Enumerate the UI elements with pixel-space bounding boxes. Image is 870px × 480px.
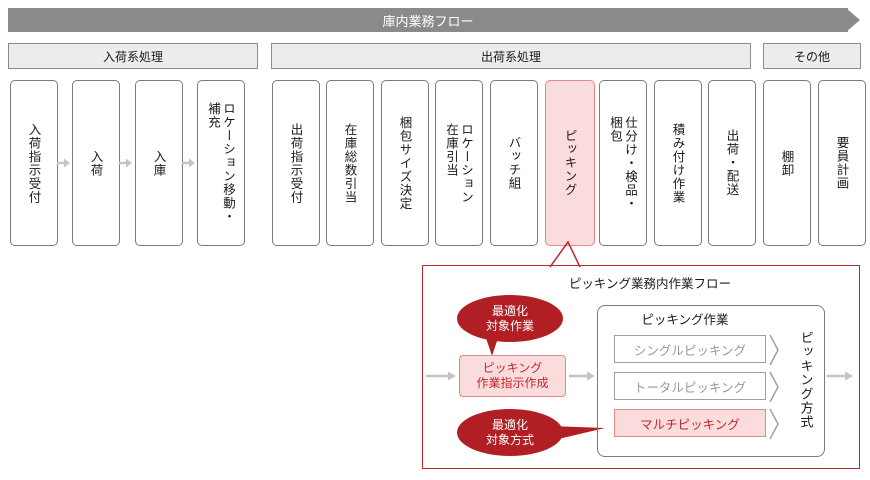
instruction-line: ピッキング xyxy=(482,361,543,375)
step-loading: 積み付け作業 xyxy=(654,80,702,246)
step-staff-planning: 要員計画 xyxy=(818,80,866,246)
step-label: ロケーション 在庫引当 xyxy=(444,122,474,204)
arrow-right-icon xyxy=(569,371,595,381)
bubble-line: 対象作業 xyxy=(485,318,534,333)
bubble-line: 最適化 xyxy=(491,417,528,432)
banner-arrow-tip xyxy=(846,8,860,32)
flow-arrow-icon xyxy=(182,158,195,168)
step-label: 積み付け作業 xyxy=(670,122,686,204)
step-inbound-order: 入荷指示受付 xyxy=(10,80,58,246)
step-sorting: 仕分け・検品・ 梱包 xyxy=(599,80,647,246)
step-location-move: ロケーション移動・ 補充 xyxy=(197,80,245,246)
method-multi-picking: マルチピッキング xyxy=(614,409,766,437)
step-label: ロケーション移動・ 補充 xyxy=(206,102,236,224)
arrow-right-icon xyxy=(827,371,853,381)
category-outbound-label: 出荷系処理 xyxy=(480,49,541,64)
step-receiving: 入荷 xyxy=(72,80,120,246)
category-other: その他 xyxy=(763,43,861,69)
flow-arrow-icon xyxy=(57,158,70,168)
step-picking: ピッキング xyxy=(545,80,595,246)
method-total-picking: トータルピッキング xyxy=(614,372,766,400)
banner-title: 庫内業務フロー xyxy=(382,14,474,30)
optimization-target-method-bubble: 最適化 対象方式 xyxy=(457,409,563,456)
step-label: 入庫 xyxy=(151,149,167,177)
instruction-line: 作業指示作成 xyxy=(476,376,549,390)
step-stocktaking: 棚卸 xyxy=(763,80,811,246)
category-inbound-label: 入荷系処理 xyxy=(102,49,163,64)
category-outbound: 出荷系処理 xyxy=(271,43,751,69)
category-inbound: 入荷系処理 xyxy=(8,43,258,69)
step-label: 棚卸 xyxy=(779,149,795,177)
bubble-line: 対象方式 xyxy=(485,432,534,447)
step-label: 在庫総数引当 xyxy=(342,122,358,204)
step-batching: バッチ組 xyxy=(490,80,538,246)
optimization-target-task-bubble: 最適化 対象作業 xyxy=(457,295,563,342)
picking-detail-title: ピッキング業務内作業フロー xyxy=(568,275,732,291)
step-putaway: 入庫 xyxy=(135,80,183,246)
step-label: 梱包サイズ決定 xyxy=(397,115,413,211)
flow-arrow-icon xyxy=(119,158,132,168)
bubble-line: 最適化 xyxy=(491,303,528,318)
callout-connector xyxy=(549,240,581,268)
step-label: 入荷 xyxy=(88,149,104,177)
picking-method-label-wrap: ピッキング方式 xyxy=(788,318,822,442)
step-label: ピッキング xyxy=(562,129,578,197)
step-outbound-order: 出荷指示受付 xyxy=(272,80,320,246)
category-other-label: その他 xyxy=(793,49,830,64)
step-shipping: 出荷・配送 xyxy=(708,80,756,246)
flow-banner: 庫内業務フロー xyxy=(8,8,848,32)
step-packing-size: 梱包サイズ決定 xyxy=(381,80,429,246)
picking-detail-panel xyxy=(422,265,860,469)
step-label: 出荷・配送 xyxy=(724,129,740,197)
step-location-allocation: ロケーション 在庫引当 xyxy=(435,80,483,246)
step-label: 入荷指示受付 xyxy=(26,122,42,204)
step-label: 出荷指示受付 xyxy=(288,122,304,204)
step-label: バッチ組 xyxy=(506,136,522,190)
picking-instruction-box: ピッキング 作業指示作成 xyxy=(459,355,566,397)
picking-work-title: ピッキング作業 xyxy=(641,311,729,327)
method-single-picking: シングルピッキング xyxy=(614,335,766,363)
picking-work-group xyxy=(597,305,825,457)
step-label: 仕分け・検品・ 梱包 xyxy=(608,115,638,211)
bubble-pointers xyxy=(486,338,605,441)
bracket-brace xyxy=(769,334,779,440)
step-label: 要員計画 xyxy=(834,136,850,190)
picking-method-label: ピッキング方式 xyxy=(797,331,813,429)
arrow-right-icon xyxy=(426,371,456,381)
step-total-allocation: 在庫総数引当 xyxy=(326,80,374,246)
